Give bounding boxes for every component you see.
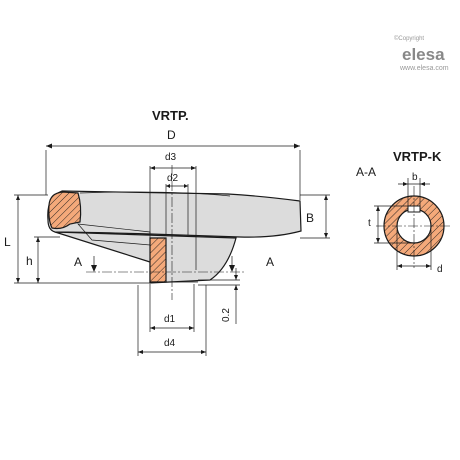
handwheel-body xyxy=(47,190,302,284)
dimension-d2: d2 xyxy=(165,173,189,235)
dimension-d4: d4 xyxy=(137,285,207,356)
dimension-d3: d3 xyxy=(149,152,197,270)
dim-B-label: B xyxy=(306,211,314,225)
elesa-logo: ©Copyright elesa www.elesa.com xyxy=(394,35,449,72)
dimension-b: b xyxy=(398,172,430,206)
dimension-D: D xyxy=(45,128,301,200)
section-A-left-label: A xyxy=(74,255,82,269)
section-arrow-left: A xyxy=(74,255,97,272)
dim-L-label: L xyxy=(4,235,11,249)
dimension-B: B xyxy=(300,194,330,239)
dimension-gap: 0.2 xyxy=(198,268,240,324)
section-arrow-right: A xyxy=(229,255,274,272)
dim-h-label: h xyxy=(26,254,33,268)
section-view-label: A-A xyxy=(356,165,376,179)
dim-d4-label: d4 xyxy=(164,338,176,349)
dim-b-label: b xyxy=(412,172,418,183)
dim-t-label: t xyxy=(368,218,371,229)
section-A-right-label: A xyxy=(266,255,274,269)
dimension-t: t xyxy=(368,205,414,244)
section-view-title: VRTP-K xyxy=(393,149,442,164)
dim-d2-label: d2 xyxy=(167,173,179,184)
dimension-L: L xyxy=(4,194,150,284)
dimension-d1: d1 xyxy=(149,284,195,332)
copyright-text: ©Copyright xyxy=(394,35,424,42)
dim-d3-label: d3 xyxy=(165,152,177,163)
dim-d1-label: d1 xyxy=(164,314,176,325)
dim-d-label: d xyxy=(437,264,443,275)
dim-gap-label: 0.2 xyxy=(221,308,232,322)
dim-D-label: D xyxy=(167,128,176,142)
logo-text: elesa xyxy=(402,45,445,64)
website-text: www.elesa.com xyxy=(399,65,449,72)
main-view-title: VRTP. xyxy=(152,108,189,123)
dimension-h: h xyxy=(26,236,60,283)
dimension-d: d xyxy=(396,230,443,275)
